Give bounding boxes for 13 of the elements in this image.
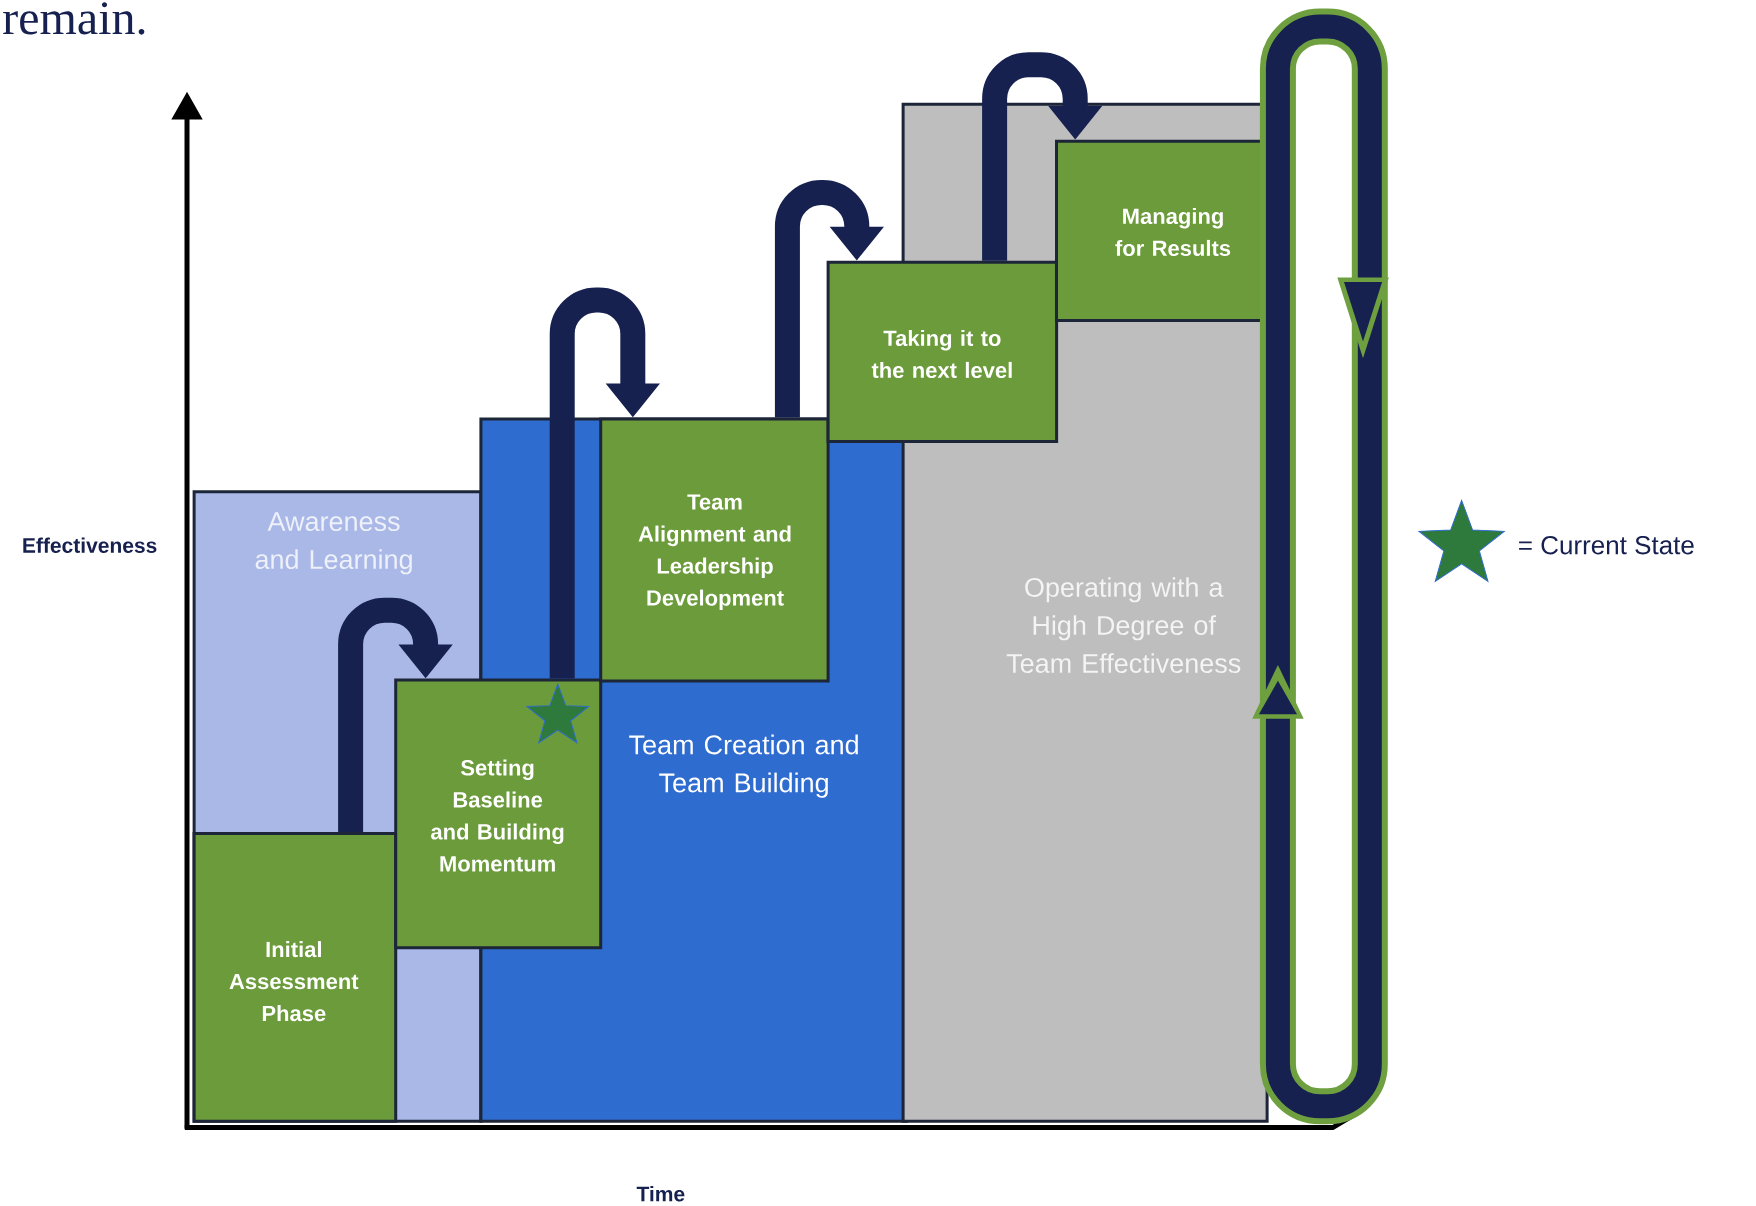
legend-text: = Current State [1519, 535, 1694, 555]
step-box: Setting Baseline and Building Momentum [394, 678, 603, 950]
step-box: Taking it to the next level [826, 260, 1059, 443]
step-arrow [338, 597, 453, 832]
heading-fragment: remain. [3, 2, 145, 35]
axis-label: Time [636, 1186, 685, 1202]
step-box: Managing for Results [1055, 139, 1269, 322]
step-box: Team Alignment and Leadership Development [599, 417, 830, 683]
axis-label: Effectiveness [23, 537, 157, 553]
step-arrow [549, 287, 660, 679]
step-arrow [982, 52, 1103, 261]
step-arrow [774, 179, 884, 418]
step-box: Initial Assessment Phase [192, 831, 398, 1123]
